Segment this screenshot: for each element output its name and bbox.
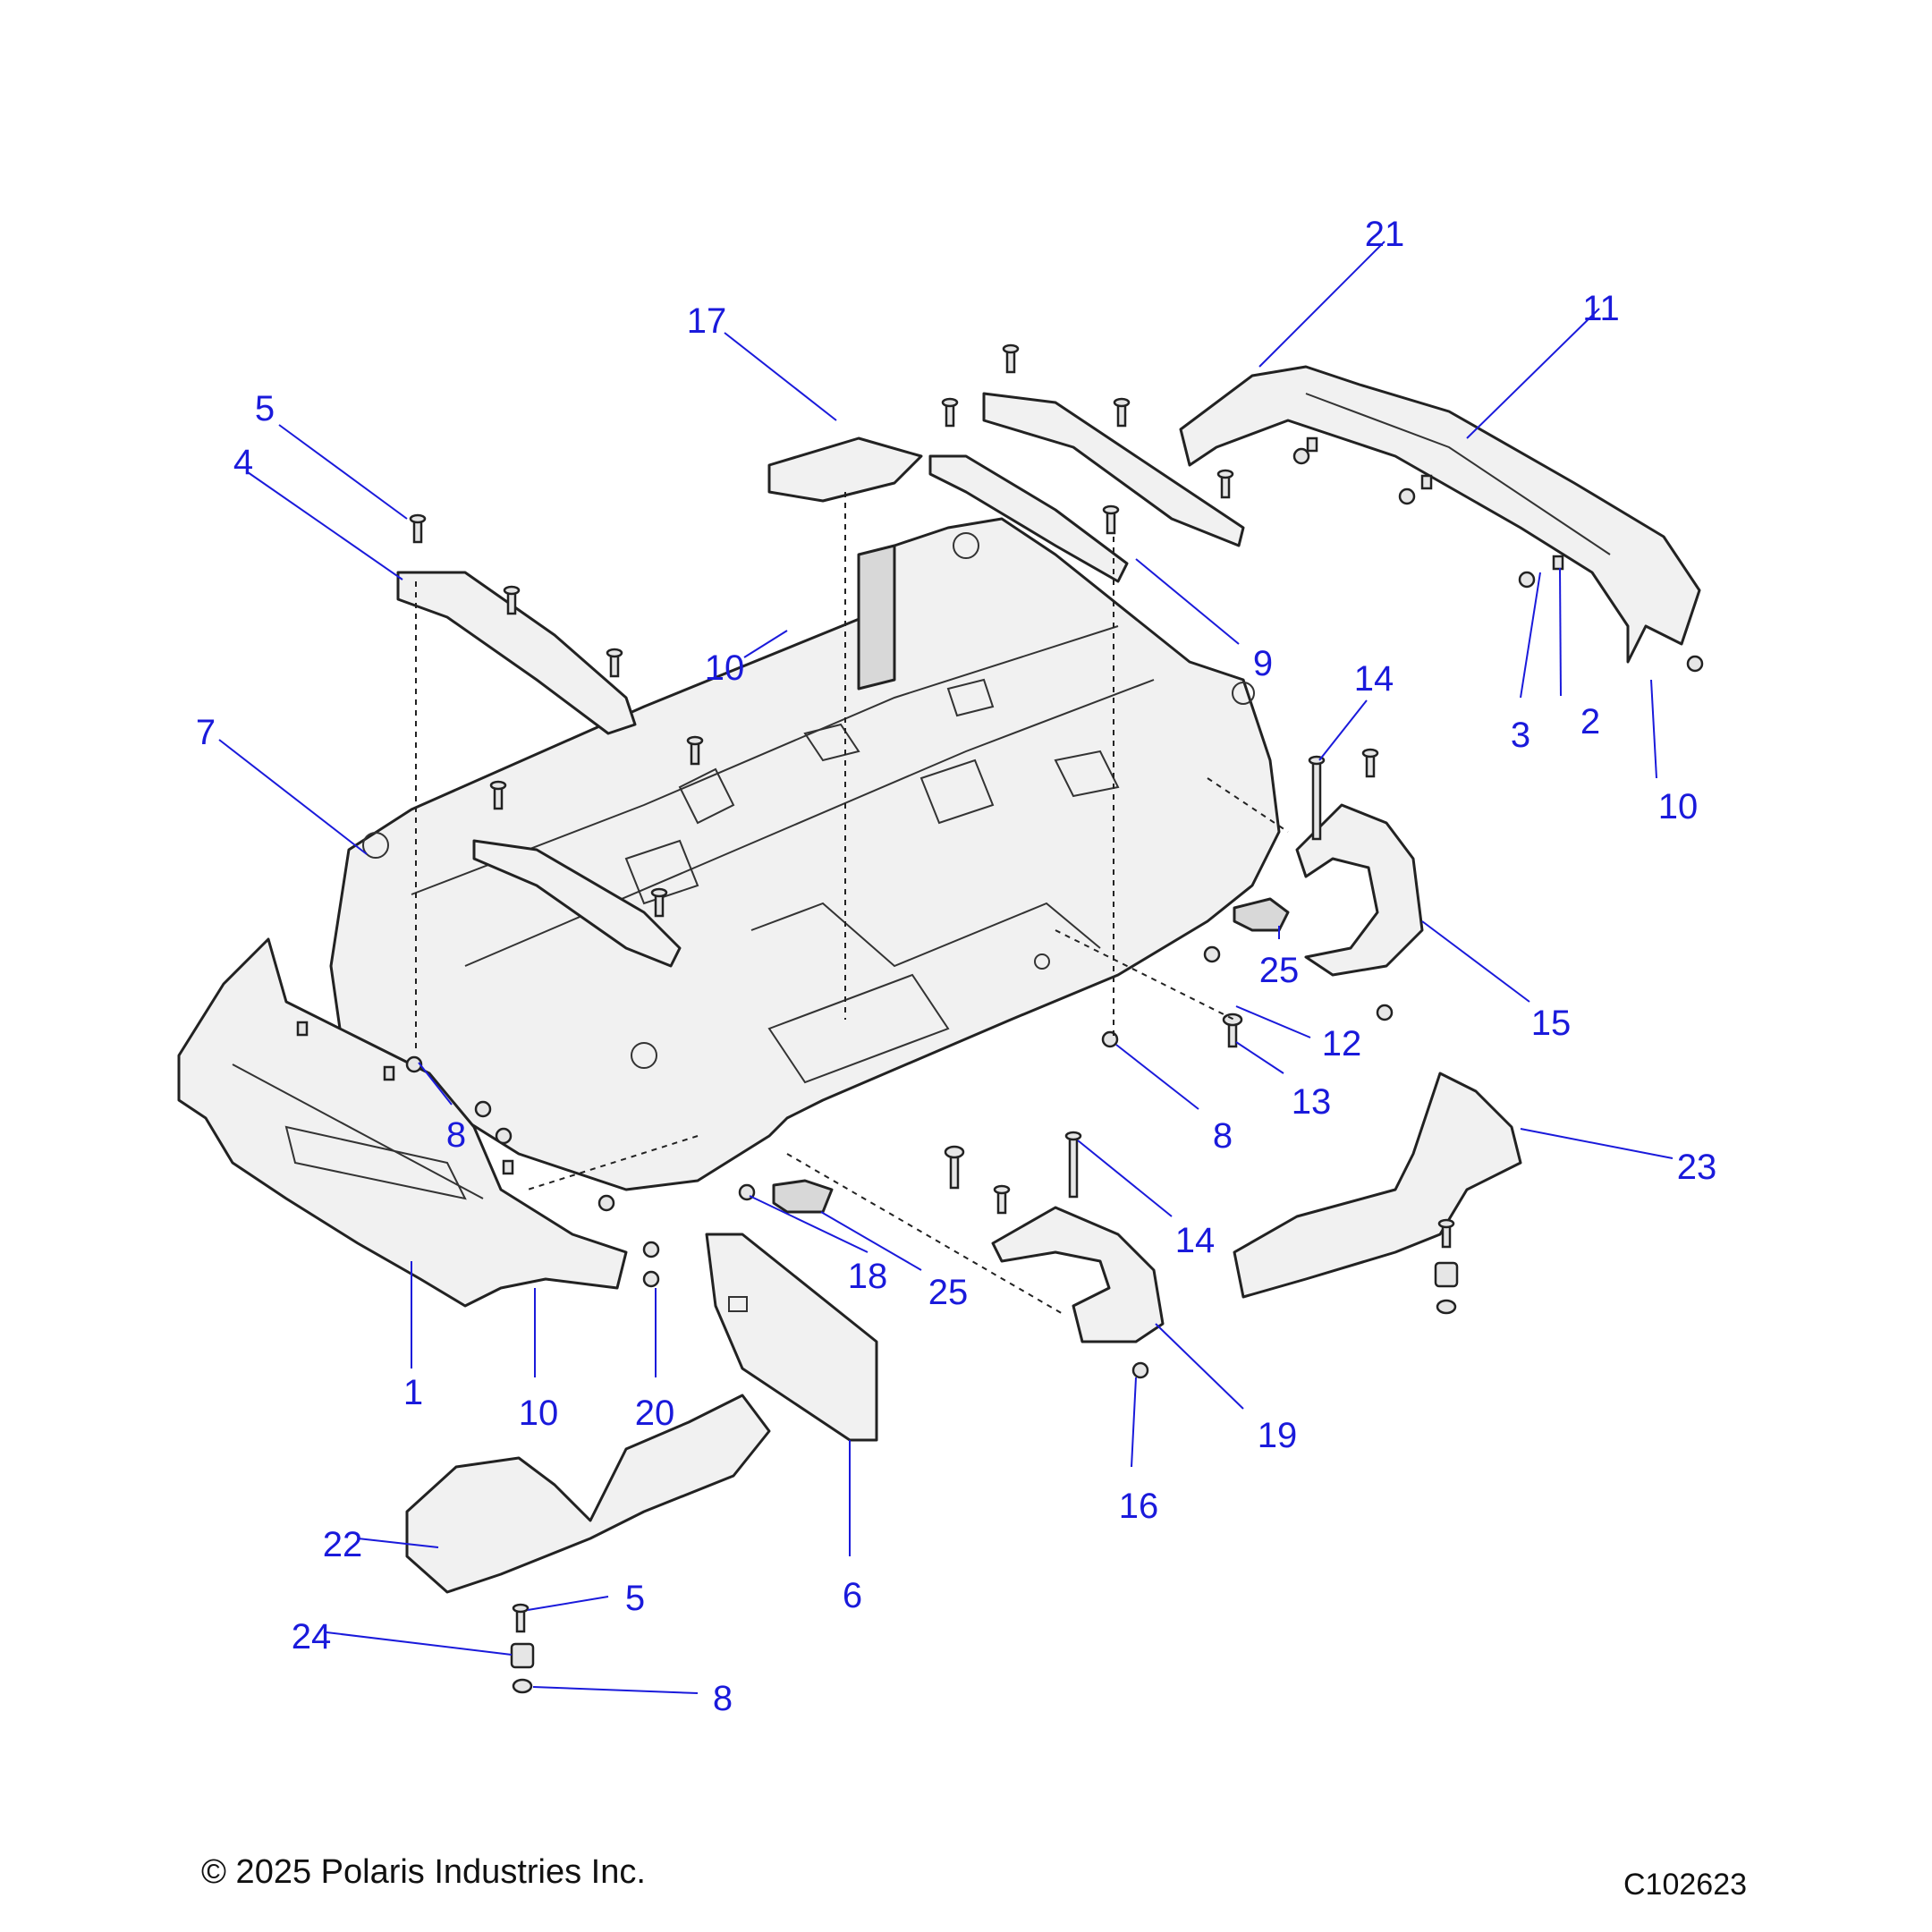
bracket-part-4: [396, 571, 637, 735]
callout-8: 8: [446, 1115, 466, 1155]
callout-8: 8: [713, 1679, 733, 1718]
handle-part-15: [1295, 803, 1424, 977]
callout-12: 12: [1322, 1024, 1362, 1063]
callout-10: 10: [705, 648, 745, 688]
callout-2: 2: [1580, 702, 1600, 741]
callout-15: 15: [1531, 1004, 1572, 1043]
callout-9: 9: [1253, 644, 1273, 683]
callout-13: 13: [1292, 1082, 1332, 1122]
callout-25: 25: [1259, 951, 1300, 990]
bracket-part-9: [928, 392, 1245, 583]
callout-22: 22: [323, 1525, 363, 1564]
callout-21: 21: [1365, 215, 1405, 254]
callout-labels: 21 11 17 5 4 9 10 3 2 10 14 7 25 15 12 1…: [196, 215, 1716, 1718]
callout-8: 8: [1213, 1116, 1233, 1156]
guard-part-22: [405, 1394, 771, 1594]
callout-20: 20: [635, 1394, 675, 1433]
lid-part-17: [767, 436, 923, 503]
panel-part-6: [705, 1233, 878, 1442]
drawing-id: C102623: [1623, 1868, 1748, 1902]
leader-lines: [218, 241, 1674, 1694]
callout-5: 5: [625, 1579, 645, 1618]
callout-14: 14: [1175, 1221, 1216, 1260]
alignment-lines: [415, 492, 1289, 1316]
guard-part-23: [1233, 1072, 1522, 1299]
pad-part-25-upper: [1233, 897, 1290, 932]
callout-10: 10: [519, 1394, 559, 1433]
pad-part-25-lower: [772, 1179, 834, 1214]
cargo-box-part-7: [329, 517, 1281, 1191]
handle-part-19: [991, 1206, 1165, 1343]
callout-24: 24: [292, 1617, 332, 1657]
callout-10: 10: [1658, 787, 1699, 826]
brace-part-mid: [472, 839, 682, 968]
callout-5: 5: [255, 389, 275, 428]
callout-16: 16: [1119, 1487, 1159, 1526]
callout-6: 6: [843, 1576, 862, 1615]
callout-17: 17: [687, 301, 727, 341]
callout-25: 25: [928, 1273, 969, 1312]
top-rail-part-11: [1179, 365, 1701, 664]
bumper-panel-part-1: [177, 937, 628, 1308]
copyright-text: © 2025 Polaris Industries Inc.: [201, 1853, 646, 1891]
callout-19: 19: [1258, 1416, 1298, 1455]
callout-11: 11: [1582, 289, 1620, 328]
fasteners: [296, 343, 1704, 1694]
callout-3: 3: [1511, 716, 1530, 755]
callout-23: 23: [1677, 1148, 1717, 1187]
callout-7: 7: [196, 713, 216, 752]
callout-14: 14: [1354, 659, 1394, 699]
callout-4: 4: [233, 443, 253, 482]
callout-18: 18: [848, 1257, 888, 1296]
callout-1: 1: [403, 1373, 423, 1412]
